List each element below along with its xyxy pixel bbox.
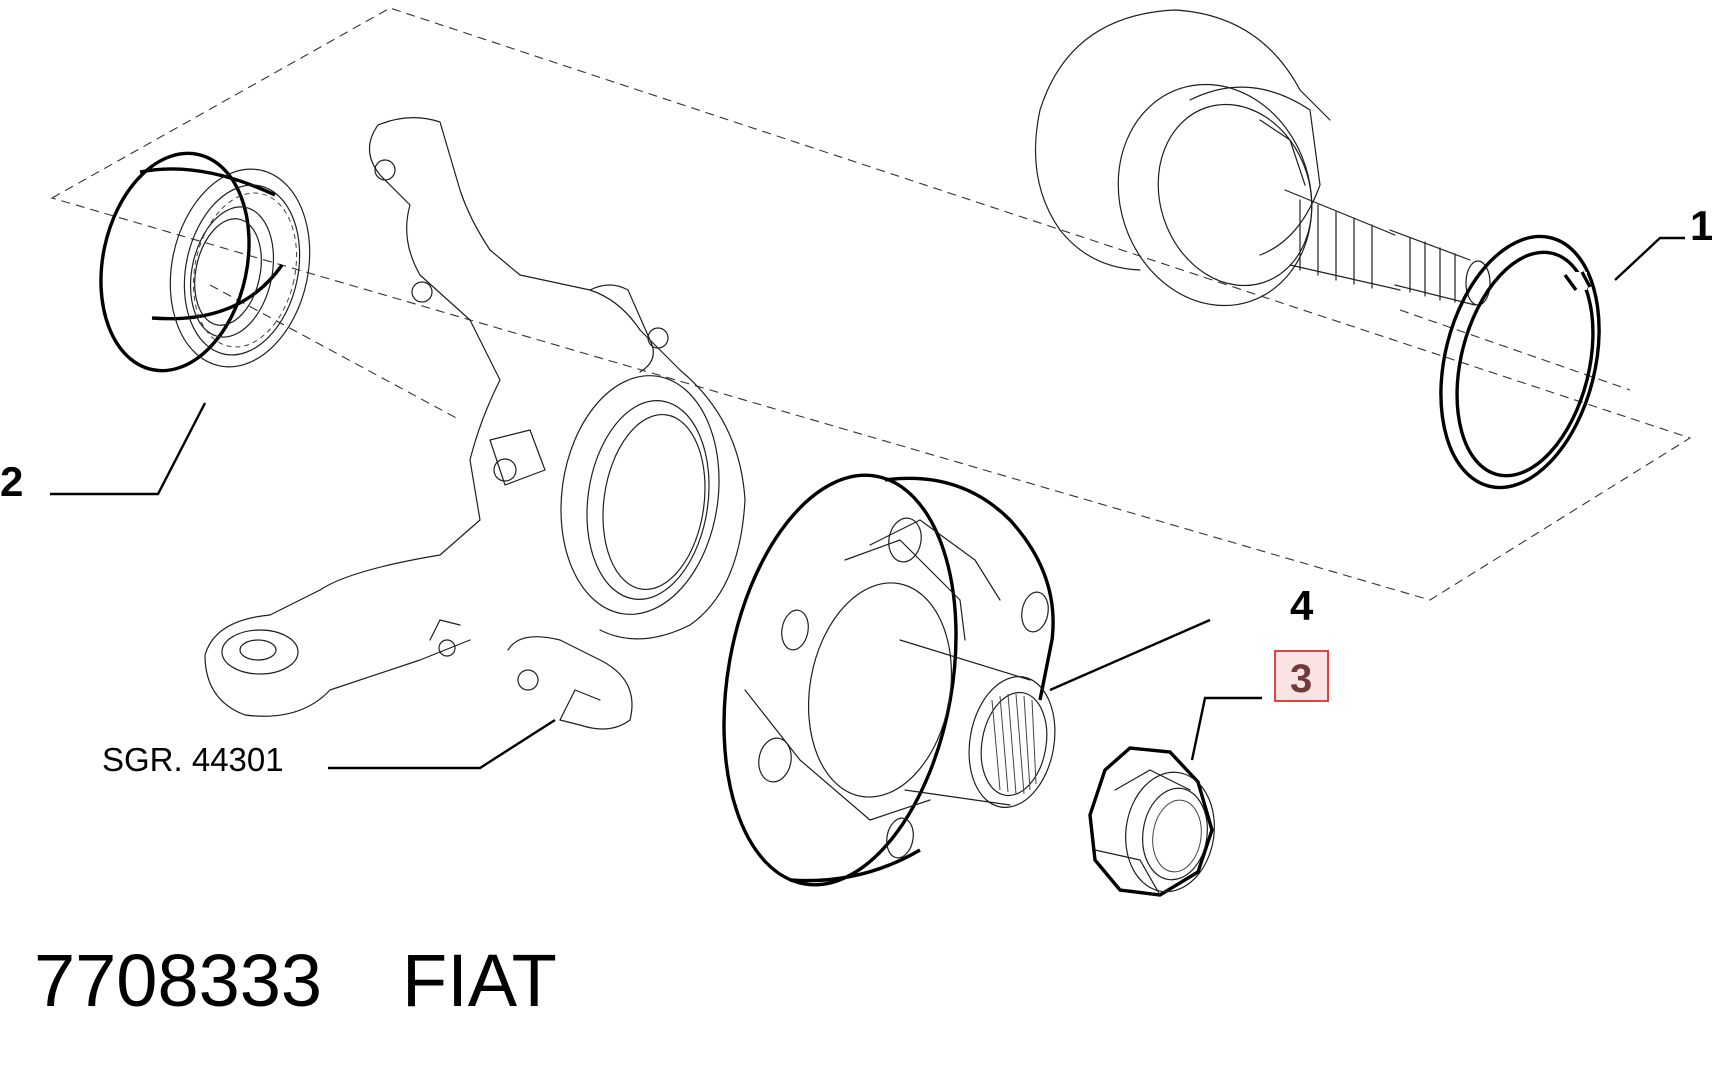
highlight-box [1274,650,1329,702]
brand-name: FIAT [402,939,557,1022]
wheel-hub-drawing [722,473,1056,887]
circlip-drawing [1439,234,1601,490]
callout-3[interactable]: 3 [1290,657,1312,701]
wheel-bearing-drawing [99,151,311,373]
callout-3-highlight[interactable]: 3 [1274,650,1329,702]
leader-lines [50,236,1685,770]
hub-nut-drawing [1088,746,1215,897]
reference-label[interactable]: SGR. 44301 [102,741,284,778]
steering-knuckle-drawing [204,117,746,730]
cv-joint-drawing [1034,9,1491,307]
part-number: 7708333 [34,939,322,1022]
callout-4[interactable]: 4 [1290,582,1314,629]
callout-1[interactable]: 1 [1690,202,1712,249]
assembly-dashed-lines [50,7,1692,601]
callout-2[interactable]: 2 [0,458,23,505]
